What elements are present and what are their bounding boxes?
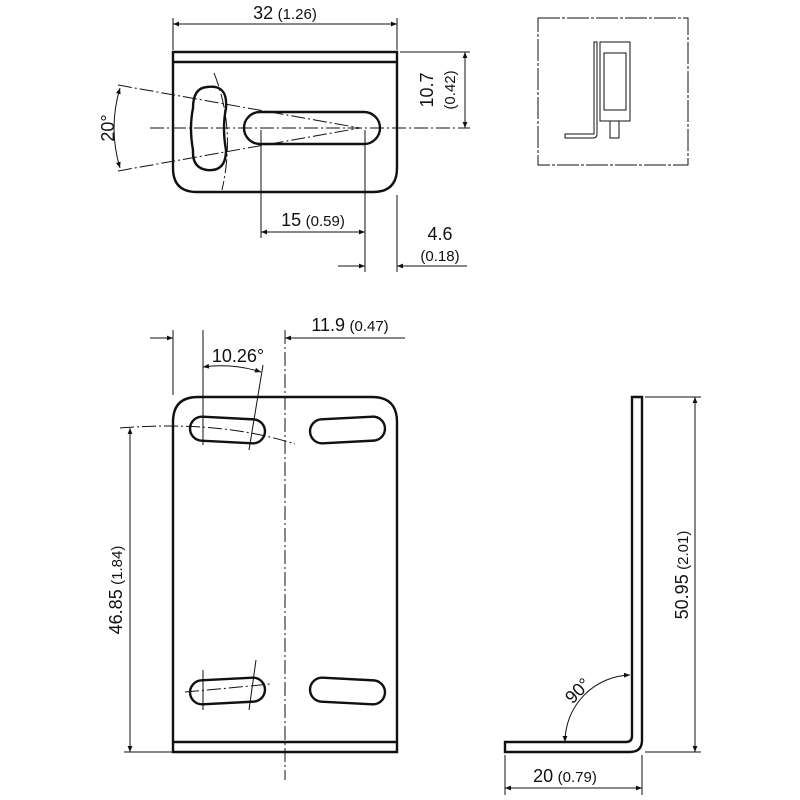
angle-10-arc [202, 363, 262, 373]
angle-90-label: 90° [561, 674, 594, 707]
inset-bracket [564, 41, 598, 139]
slot-bottom-left [188, 676, 267, 706]
height-dim-value: 10.7 [417, 72, 437, 107]
side-height-dim-label: 50.95 (2.01) [672, 531, 692, 620]
angle-line-lower [117, 127, 361, 172]
slot-dim-label: 15 (0.59) [281, 210, 345, 230]
height-dim-inch: (0.42) [442, 70, 459, 109]
slot-top-left [188, 415, 267, 445]
arc-centerline [213, 72, 228, 191]
angle-20-label: 20° [98, 114, 118, 141]
offset-dim-value: 4.6 [427, 224, 452, 244]
front-plate-outline [171, 395, 399, 754]
angle-10-label: 10.26° [212, 346, 264, 366]
hole-spacing-dim-label: 46.85 (1.84) [106, 546, 126, 635]
slot-bottom-right [308, 676, 387, 706]
angle-line-upper [117, 84, 361, 129]
offset-dim-inch: (0.18) [420, 248, 459, 265]
curved-slot [189, 85, 228, 172]
base-dim-label: 20 (0.79) [533, 766, 597, 786]
top-plate-outline [171, 50, 399, 194]
center-dim-label: 11.9 (0.47) [311, 315, 388, 335]
width-dim-label: 32 (1.26) [253, 3, 317, 23]
mounting-inset [537, 17, 689, 166]
side-profile [503, 395, 644, 754]
side-view: 50.95 (2.01) 90° 20 (0.79) [503, 395, 701, 795]
slot-top-right [308, 415, 387, 445]
front-view: 11.9 (0.47) 10.26° 46.85 (1.84) [106, 315, 405, 780]
angle-20-arc [113, 87, 121, 169]
angle-90-arc [562, 672, 631, 743]
top-view: 20° 32 (1.26) 10.7 (0.42) 15 (0.59) 4.6 … [98, 3, 470, 272]
